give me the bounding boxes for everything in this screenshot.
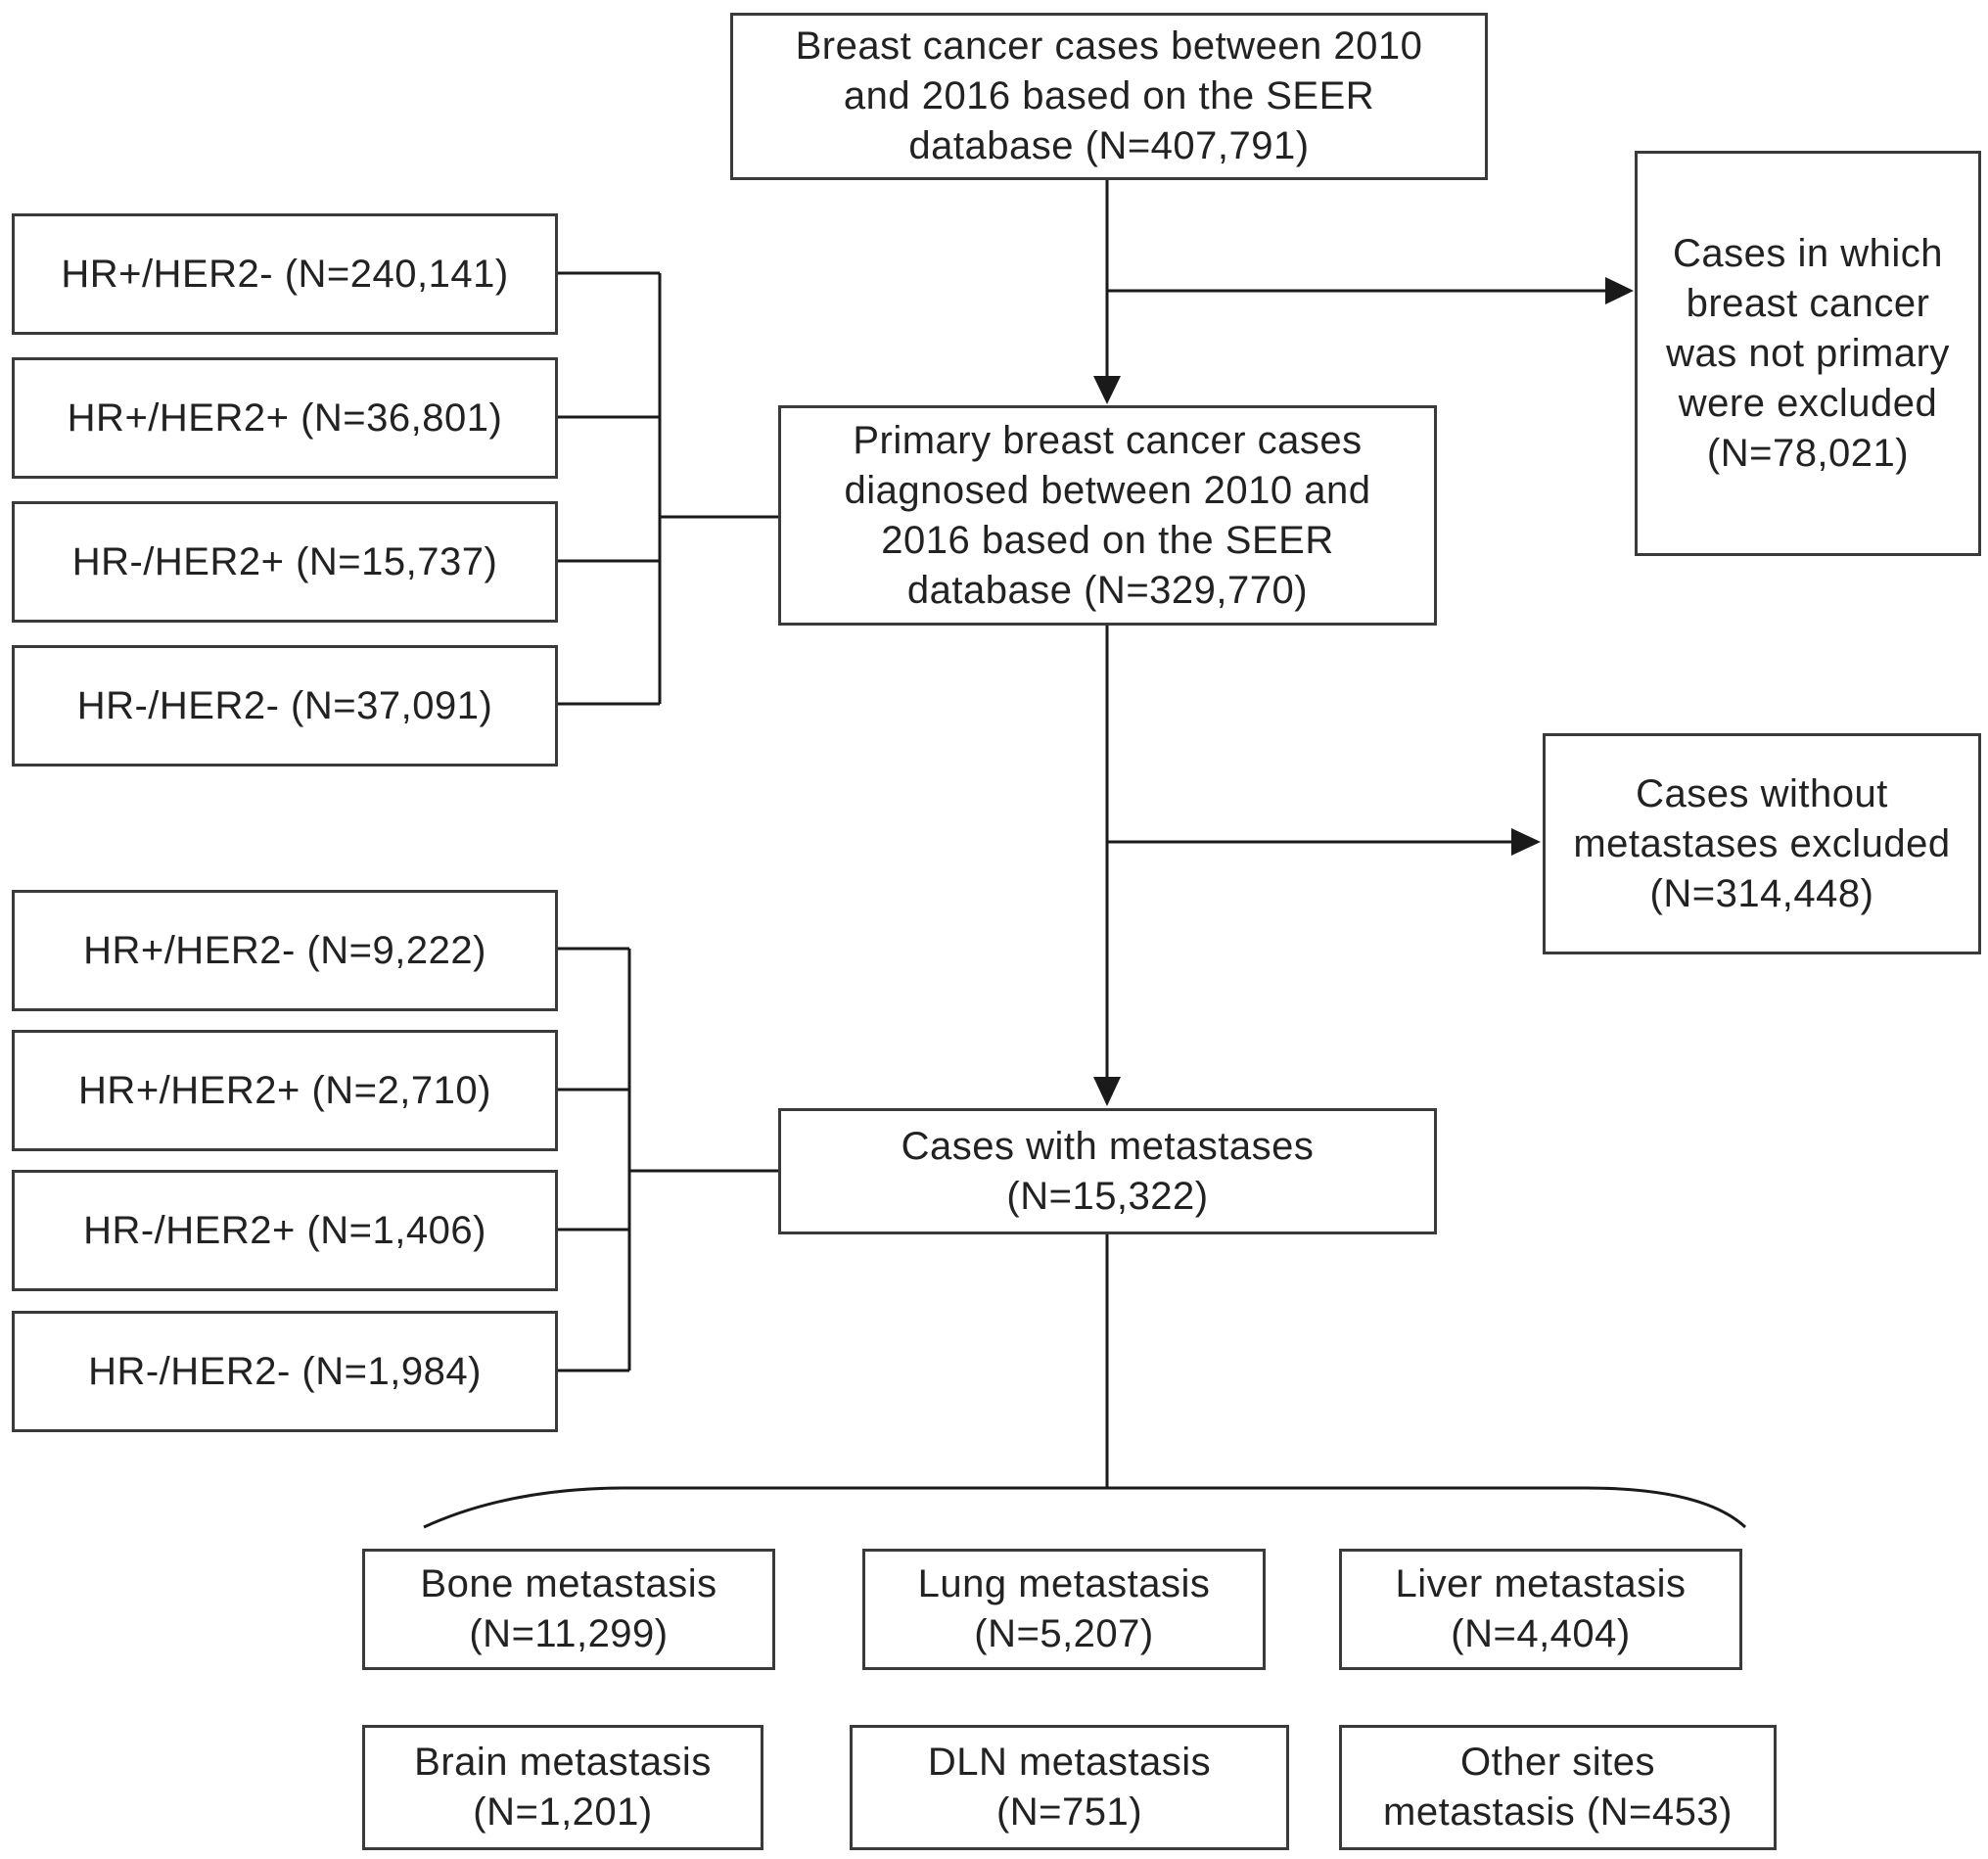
- primary-subtype-label: HR+/HER2- (N=240,141): [61, 252, 509, 296]
- metastases-subtype-bracket: [557, 947, 778, 1372]
- primary-box-line-2: diagnosed between 2010 and: [844, 468, 1371, 512]
- primary-subtype-box: HR-/HER2- (N=37,091): [12, 645, 558, 767]
- primary-box-line-4: database (N=329,770): [906, 568, 1309, 612]
- excluded-nometa-line-2: metastases excluded: [1573, 821, 1951, 865]
- top-box-line-1: Breast cancer cases between 2010: [795, 24, 1423, 68]
- excluded-nonprimary-line-2: breast cancer: [1686, 281, 1930, 325]
- primary-subtype-label: HR+/HER2+ (N=36,801): [67, 395, 503, 440]
- arrowhead-metastases: [1093, 1077, 1121, 1106]
- primary-subtype-bracket: [557, 271, 778, 706]
- metastases-box-line-2: (N=15,322): [1006, 1174, 1209, 1218]
- primary-subtype-box: HR+/HER2- (N=240,141): [12, 213, 558, 335]
- metastases-subtype-box: HR-/HER2+ (N=1,406): [12, 1170, 558, 1291]
- site-label: Bone metastasis: [420, 1562, 717, 1605]
- primary-subtype-box: HR+/HER2+ (N=36,801): [12, 357, 558, 479]
- site-box-liver: Liver metastasis (N=4,404): [1339, 1549, 1742, 1670]
- site-count: (N=11,299): [469, 1612, 669, 1655]
- top-box: Breast cancer cases between 2010 and 201…: [730, 13, 1488, 180]
- site-box-bone: Bone metastasis (N=11,299): [362, 1549, 775, 1670]
- top-box-line-2: and 2016 based on the SEER: [843, 74, 1375, 117]
- metastases-subtype-label: HR+/HER2+ (N=2,710): [78, 1068, 491, 1112]
- excluded-nonprimary-box: Cases in which breast cancer was not pri…: [1635, 151, 1981, 556]
- excluded-nonprimary-line-5: (N=78,021): [1706, 431, 1910, 475]
- excluded-nometa-box: Cases without metastases excluded (N=314…: [1543, 733, 1981, 954]
- excluded-nonprimary-line-4: were excluded: [1678, 381, 1938, 425]
- site-count: (N=4,404): [1451, 1612, 1631, 1655]
- primary-subtype-box: HR-/HER2+ (N=15,737): [12, 501, 558, 623]
- excluded-nometa-line-1: Cases without: [1636, 771, 1888, 815]
- primary-box-line-3: 2016 based on the SEER: [881, 518, 1334, 562]
- arrowhead-excluded-nometa: [1511, 828, 1541, 856]
- excluded-nonprimary-line-1: Cases in which: [1672, 231, 1943, 275]
- sites-brace: [423, 1486, 1747, 1529]
- site-box-dln: DLN metastasis (N=751): [850, 1725, 1289, 1850]
- metastases-subtype-label: HR+/HER2- (N=9,222): [83, 928, 486, 972]
- metastases-subtype-box: HR+/HER2+ (N=2,710): [12, 1030, 558, 1151]
- site-box-brain: Brain metastasis (N=1,201): [362, 1725, 763, 1850]
- site-label: Brain metastasis: [414, 1741, 712, 1784]
- metastases-subtype-label: HR-/HER2- (N=1,984): [88, 1349, 482, 1393]
- primary-subtype-label: HR-/HER2+ (N=15,737): [71, 539, 498, 583]
- excluded-nonprimary-line-3: was not primary: [1666, 331, 1950, 375]
- primary-box-line-1: Primary breast cancer cases: [853, 418, 1363, 462]
- metastases-subtype-label: HR-/HER2+ (N=1,406): [83, 1208, 486, 1252]
- metastases-subtype-box: HR+/HER2- (N=9,222): [12, 890, 558, 1011]
- site-box-other: Other sites metastasis (N=453): [1339, 1725, 1777, 1850]
- primary-subtype-label: HR-/HER2- (N=37,091): [76, 683, 493, 727]
- site-label: Other sites: [1460, 1741, 1655, 1784]
- arrowhead-primary: [1093, 376, 1121, 404]
- site-label: Lung metastasis: [917, 1562, 1211, 1605]
- site-label: Liver metastasis: [1395, 1562, 1687, 1605]
- site-label: DLN metastasis: [927, 1741, 1212, 1784]
- metastases-subtype-box: HR-/HER2- (N=1,984): [12, 1311, 558, 1432]
- arrowhead-excluded-nonprimary: [1605, 277, 1634, 304]
- top-box-line-3: database (N=407,791): [908, 124, 1310, 167]
- site-count: (N=5,207): [974, 1612, 1154, 1655]
- site-box-lung: Lung metastasis (N=5,207): [862, 1549, 1266, 1670]
- excluded-nometa-line-3: (N=314,448): [1649, 871, 1874, 915]
- metastases-box: Cases with metastases (N=15,322): [778, 1108, 1437, 1234]
- site-count: metastasis (N=453): [1383, 1790, 1733, 1834]
- site-count: (N=1,201): [473, 1790, 653, 1834]
- metastases-box-line-1: Cases with metastases: [901, 1124, 1315, 1168]
- primary-box: Primary breast cancer cases diagnosed be…: [778, 405, 1437, 626]
- site-count: (N=751): [995, 1790, 1143, 1834]
